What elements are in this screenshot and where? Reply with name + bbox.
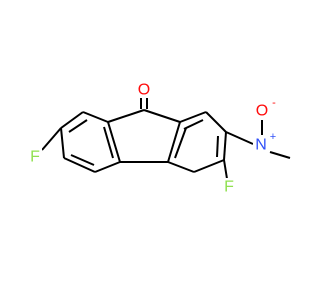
right-ring-inner-3 <box>174 127 187 159</box>
left-ring-bond-5 <box>94 161 121 173</box>
molecule-structure-diagram: O F F N + O - <box>28 80 291 196</box>
left-ring-bond-4 <box>63 157 96 173</box>
carbonyl-oxygen-label: O <box>138 82 150 99</box>
left-fluorine-bg <box>28 148 42 166</box>
left-ring-bond-2 <box>60 111 84 129</box>
left-c-f-bond <box>41 127 62 151</box>
ring5-bond-c9-c9a <box>107 109 145 123</box>
right-ring-bond-1 <box>179 111 207 123</box>
c-n-bond <box>225 131 254 145</box>
left-ring-bond-3 <box>60 127 65 159</box>
right-ring-bond-5 <box>167 161 195 173</box>
carbonyl-oxygen-bg <box>136 80 152 98</box>
nitro-oxygen-charge: - <box>272 97 276 109</box>
right-ring-bond-2 <box>205 111 227 133</box>
nitro-oxygen-label: O <box>256 103 268 120</box>
nitro-nitrogen-label: N <box>255 137 267 154</box>
right-ring-inner-1 <box>183 119 204 130</box>
left-ring-bond-6 <box>107 121 121 163</box>
nitro-nitrogen-bg <box>253 136 269 154</box>
left-ring-inner-1 <box>68 119 88 133</box>
right-fluorine-bg <box>222 178 236 196</box>
right-ring-bond-4 <box>193 159 225 173</box>
ring5-bond-c9-c8a <box>143 109 181 123</box>
n-o-double-bond <box>269 151 291 159</box>
nitro-oxygen-bg <box>254 102 270 120</box>
right-fluorine-label: F <box>224 179 234 196</box>
left-fluorine-label: F <box>30 149 40 166</box>
bonds <box>41 95 291 186</box>
left-ring-inner-2 <box>70 154 95 166</box>
nitro-nitrogen-charge: + <box>270 131 276 143</box>
right-ring-inner-2 <box>216 135 219 158</box>
atom-labels: O F F N + O - <box>28 80 276 196</box>
left-ring-inner-3 <box>103 126 114 159</box>
left-ring-bond-1 <box>82 111 109 123</box>
right-ring-bond-3 <box>223 131 227 161</box>
right-ring-bond-6 <box>167 121 181 163</box>
